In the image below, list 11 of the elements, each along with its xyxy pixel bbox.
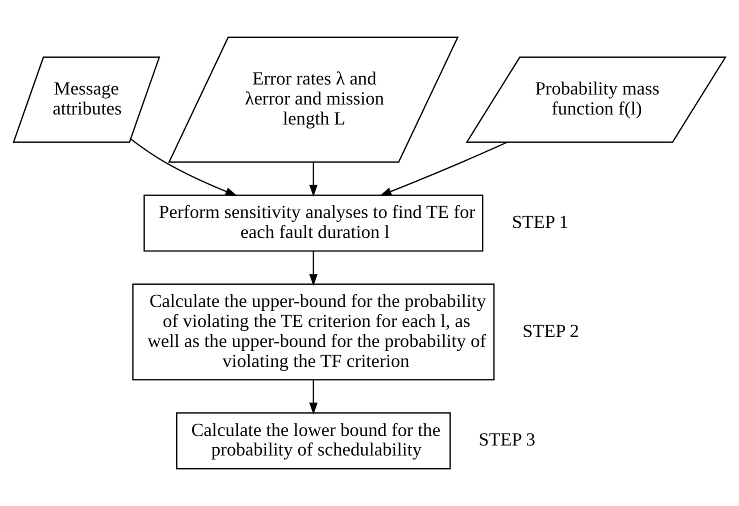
- node-label: STEP 1: [512, 212, 568, 234]
- arrow: [309, 251, 318, 286]
- node-label: STEP 3: [478, 430, 536, 451]
- arrow: [130, 138, 238, 196]
- node-box: Calculate the lower bound for the probability of schedulability: [176, 412, 451, 470]
- arrow: [309, 380, 318, 415]
- arrow: [380, 142, 508, 196]
- node-box: Perform sensitivity analyses to find TE for each fault duration l: [144, 194, 484, 252]
- arrow: [309, 162, 318, 197]
- node-label: STEP 2: [522, 320, 580, 342]
- node-box: Calculate the upper-bound for the probability of violating the TE criterion for each l, as well as the upper-bound for the probability of violating the TF criterion: [132, 284, 495, 380]
